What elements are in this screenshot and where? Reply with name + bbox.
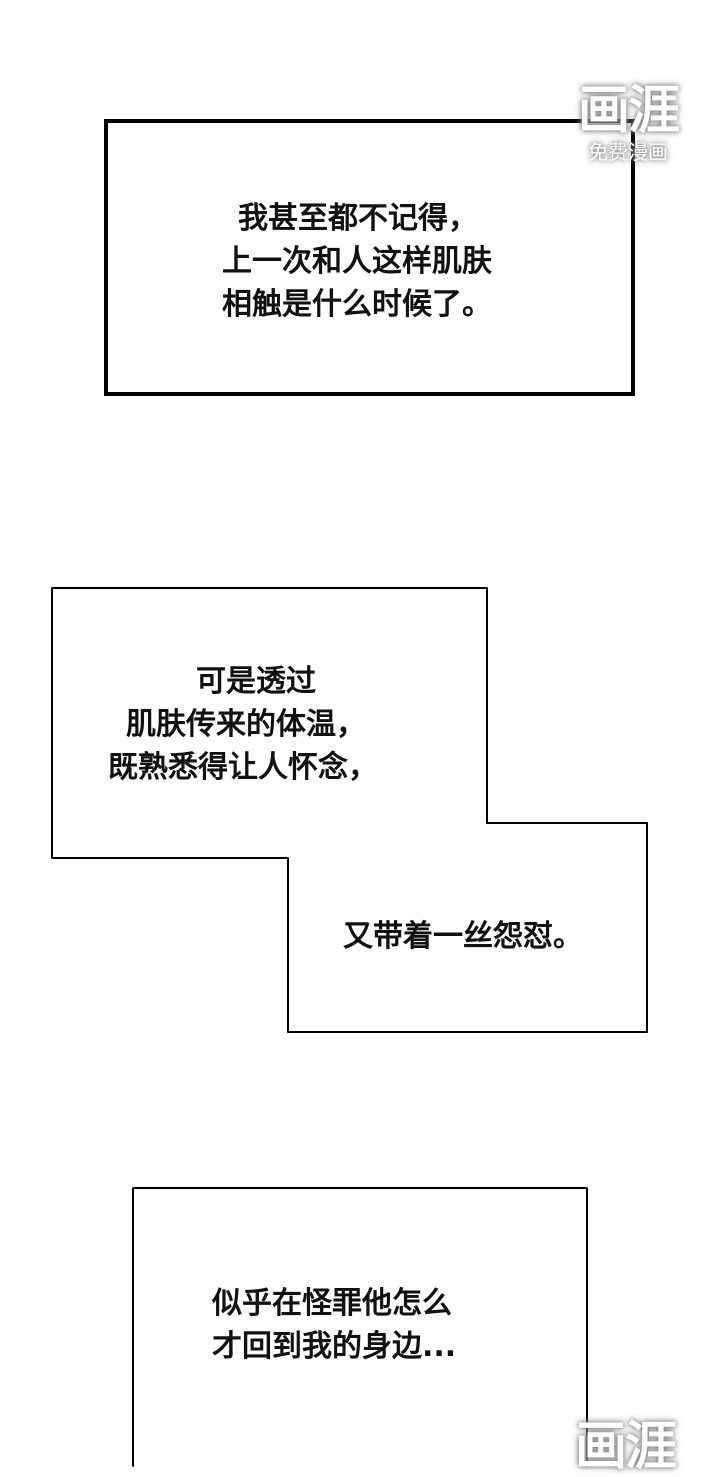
watermark-logo: 画涯 [574,1417,677,1477]
caption-text-1: 我甚至都不记得， 上一次和人这样肌肤 相触是什么时候了。 [222,197,492,326]
watermark-bottom: 画涯 [560,1418,690,1476]
caption-line: 既熟悉得让人怀念， [108,750,378,785]
caption-line: 才回到我的身边... [212,1329,457,1364]
caption-line: 上一次和人这样肌肤 [222,244,492,279]
caption-line: 又带着一丝怨怼。 [343,919,583,954]
caption-line: 肌肤传来的体温， [126,707,366,742]
stepped-caption-box [51,587,648,1033]
caption-box-4 [132,1187,588,1467]
caption-line: 我甚至都不记得， [238,201,478,236]
watermark-logo: 画涯 [577,81,680,141]
caption-text-4: 似乎在怪罪他怎么 才回到我的身边... [212,1282,456,1368]
watermark-top: 画涯 免费漫画 [566,82,690,164]
watermark-subtitle: 免费漫画 [588,140,668,164]
caption-box-1 [104,119,635,396]
caption-text-3: 又带着一丝怨怼。 [343,915,583,958]
caption-line: 相触是什么时候了。 [222,287,492,322]
caption-line: 似乎在怪罪他怎么 [212,1286,452,1321]
caption-text-2: 可是透过 肌肤传来的体温， 既熟悉得让人怀念， [108,660,378,789]
caption-line: 可是透过 [196,664,316,699]
